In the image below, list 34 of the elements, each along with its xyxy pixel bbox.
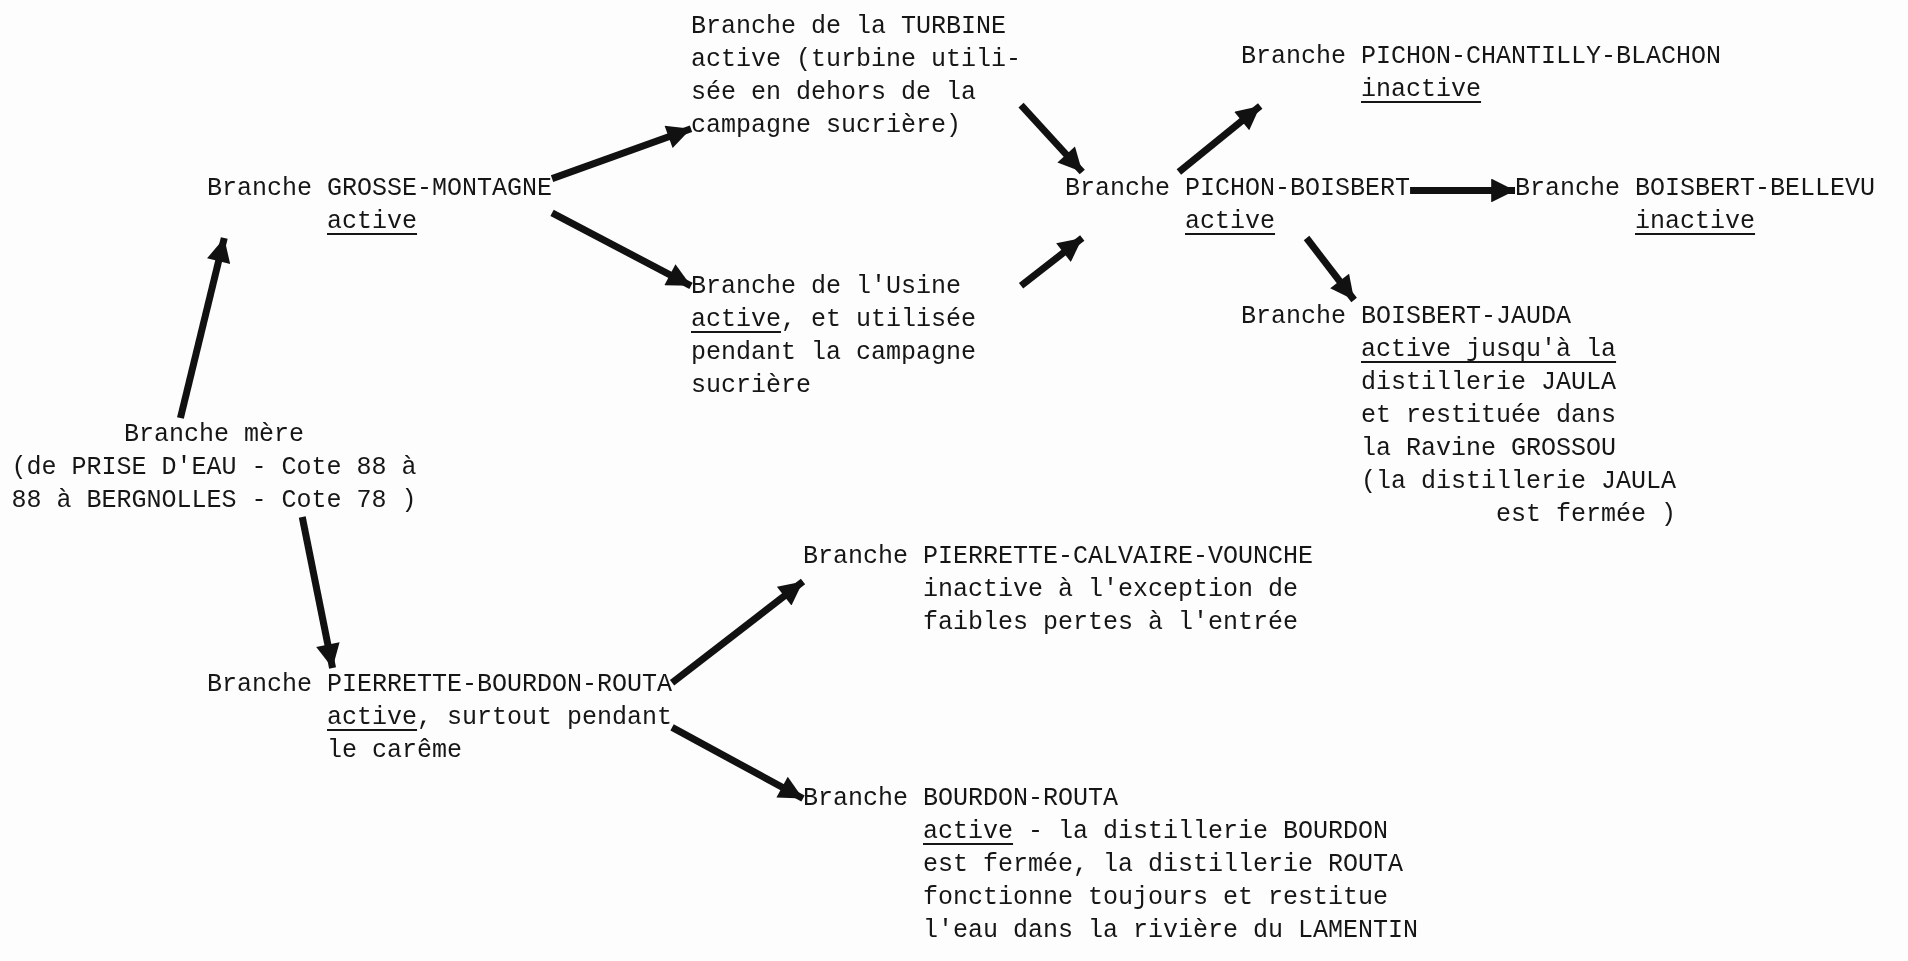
arrow bbox=[550, 125, 693, 182]
branch-name: Branche de la TURBINE bbox=[691, 11, 1007, 43]
branch-status: active bbox=[1185, 206, 1276, 238]
arrow bbox=[670, 724, 805, 802]
branch-name: Branche BOISBERT-JAUDA bbox=[1241, 301, 1572, 333]
arrow bbox=[550, 209, 693, 289]
branch-status: (la distillerie JAULA est fermée ) bbox=[1361, 466, 1677, 531]
branch-name: Branche BOISBERT-BELLEVU bbox=[1515, 173, 1876, 205]
branch-status: active jusqu'à la bbox=[1361, 334, 1617, 366]
branch-status: distillerie JAULA et restituée dans la Ravine GROSSOU bbox=[1361, 367, 1617, 465]
branch-status: active bbox=[327, 206, 418, 238]
branch-status: active, surtout pendant le carême bbox=[327, 702, 673, 767]
branch-name: Branche de l'Usine bbox=[691, 271, 962, 303]
branch-status: inactive bbox=[1361, 74, 1482, 106]
branch-name: Branche PICHON-BOISBERT bbox=[1065, 173, 1411, 205]
branch-name: Branche GROSSE-MONTAGNE bbox=[207, 173, 553, 205]
branch-status: inactive bbox=[1635, 206, 1756, 238]
arrow bbox=[298, 516, 340, 669]
branch-name: Branche PICHON-CHANTILLY-BLACHON bbox=[1241, 41, 1722, 73]
branch-status: Branche mère bbox=[123, 419, 306, 451]
branch-status: inactive à l'exception de faibles pertes à l'entrée bbox=[923, 574, 1300, 639]
arrow bbox=[1018, 102, 1085, 175]
branch-name: Branche PIERRETTE-BOURDON-ROUTA bbox=[207, 669, 673, 701]
arrow bbox=[669, 578, 806, 686]
arrow bbox=[177, 237, 231, 419]
arrow bbox=[1176, 103, 1263, 175]
branch-name: Branche BOURDON-ROUTA bbox=[803, 783, 1119, 815]
arrow bbox=[1303, 235, 1357, 303]
branch-status: active - la distillerie BOURDON est fermée, la distillerie ROUTA fonctionne toujours et restitue l'eau dans la rivière du LAMENTIN bbox=[923, 816, 1419, 947]
branch-name: Branche PIERRETTE-CALVAIRE-VOUNCHE bbox=[803, 541, 1314, 573]
branch-status: active (turbine utili- sée en dehors de la campagne sucrière) bbox=[691, 44, 1022, 142]
branch-status: active, et utilisée pendant la campagne sucrière bbox=[691, 304, 978, 402]
branch-status: (de PRISE D'EAU - Cote 88 à 88 à BERGNOLLES - Cote 78 ) bbox=[10, 452, 418, 517]
arrow bbox=[1018, 235, 1085, 289]
